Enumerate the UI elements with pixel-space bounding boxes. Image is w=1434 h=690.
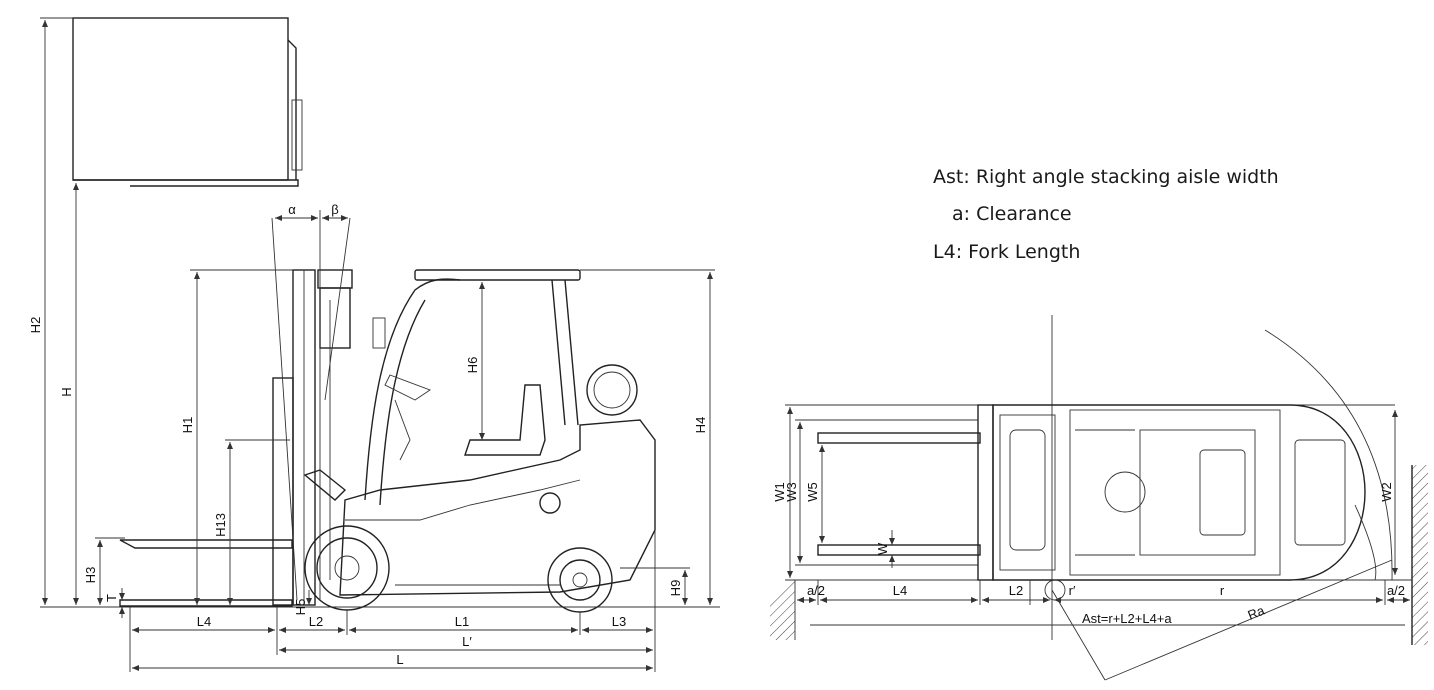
L2-label: L2 bbox=[309, 614, 323, 629]
r-prime-label: r′ bbox=[1069, 583, 1076, 598]
H5-label: H5 bbox=[293, 599, 308, 616]
a-half-right-label: a/2 bbox=[1387, 583, 1405, 598]
L4-label: L4 bbox=[197, 614, 211, 629]
raised-load bbox=[72, 17, 289, 181]
overhead-guard bbox=[364, 269, 581, 506]
legend-row-a: a: Clearance bbox=[952, 203, 1072, 225]
legend-key-l4: L4 bbox=[933, 241, 956, 263]
rear-wheel bbox=[547, 547, 613, 613]
top-view: W1 W3 W5 W W2 a/2 L4 L2 r′ r a/2 Ast=r+L… bbox=[770, 315, 1428, 681]
top-L4-label: L4 bbox=[893, 583, 907, 598]
L-label: L bbox=[396, 652, 403, 667]
chassis bbox=[303, 364, 656, 596]
legend-key-a: a bbox=[952, 203, 964, 225]
carriage-and-forks bbox=[119, 377, 294, 607]
T-label: T bbox=[104, 594, 119, 602]
Ra-label: Ra bbox=[1246, 602, 1268, 622]
r-label: r bbox=[1220, 583, 1225, 598]
H3-label: H3 bbox=[83, 567, 98, 584]
H2-label: H2 bbox=[28, 317, 43, 334]
tilt-line-forward bbox=[271, 217, 298, 601]
legend-key-ast: Ast bbox=[933, 166, 964, 188]
radius-line-2 bbox=[1104, 559, 1393, 681]
H6-label: H6 bbox=[465, 357, 480, 374]
mast bbox=[292, 269, 353, 606]
H1-label: H1 bbox=[180, 417, 195, 434]
raised-carriage bbox=[287, 39, 297, 180]
wall-hatch-left bbox=[770, 580, 795, 640]
tilt-line-back bbox=[324, 217, 351, 401]
top-truck-body bbox=[992, 404, 1366, 581]
L1-label: L1 bbox=[455, 614, 469, 629]
raised-fork bbox=[73, 179, 299, 187]
W1-label: W1 bbox=[772, 482, 787, 502]
a-half-left-label: a/2 bbox=[807, 583, 825, 598]
legend-text-ast: Right angle stacking aisle width bbox=[975, 166, 1279, 188]
H4-label: H4 bbox=[693, 417, 708, 434]
W2-label: W2 bbox=[1379, 482, 1394, 502]
radius-line-1 bbox=[1051, 589, 1106, 681]
legend-row-l4: L4: Fork Length bbox=[933, 241, 1081, 263]
top-forks bbox=[817, 432, 981, 556]
W-label: W bbox=[875, 542, 890, 555]
H9-label: H9 bbox=[668, 580, 683, 597]
L3-label: L3 bbox=[612, 614, 626, 629]
front-wheel bbox=[304, 525, 390, 611]
turning-arc-inner bbox=[1354, 504, 1377, 581]
turning-center bbox=[1044, 579, 1066, 601]
seat-and-steering bbox=[372, 317, 546, 461]
wall-hatch-right bbox=[1412, 465, 1428, 645]
Lprime-label: L′ bbox=[462, 634, 472, 649]
H-label: H bbox=[59, 387, 74, 396]
side-view: α β H2 H H1 H13 H3 T H5 H6 H4 H9 bbox=[28, 17, 720, 672]
ast-formula: Ast=r+L2+L4+a bbox=[1082, 611, 1172, 626]
H13-label: H13 bbox=[213, 513, 228, 537]
raised-carriage-bracket bbox=[291, 99, 303, 171]
W5-label: W5 bbox=[805, 482, 820, 502]
W3-label: W3 bbox=[784, 482, 799, 502]
top-L2-label: L2 bbox=[1009, 583, 1023, 598]
beta-label: β bbox=[331, 202, 338, 217]
turning-arc-outer bbox=[1264, 329, 1393, 581]
alpha-label: α bbox=[288, 202, 296, 217]
legend-text-l4: Fork Length bbox=[968, 241, 1081, 263]
legend-text-a: Clearance bbox=[976, 203, 1072, 225]
legend-row-ast: Ast: Right angle stacking aisle width bbox=[933, 166, 1279, 188]
